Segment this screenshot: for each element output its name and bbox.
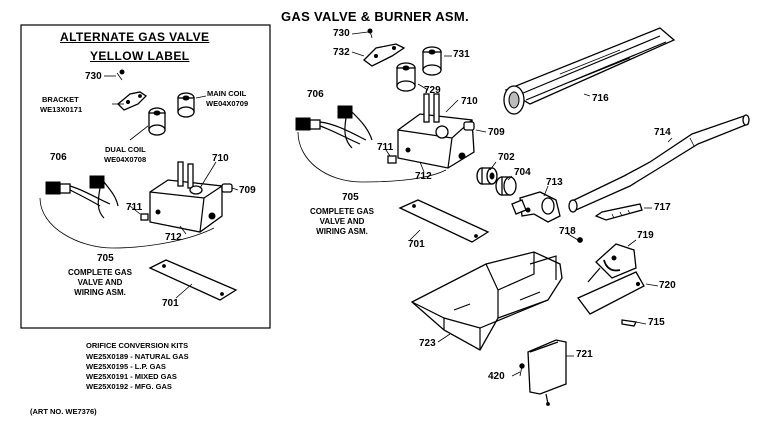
main-assembly-lasso — [297, 131, 447, 183]
inset-bracket-drawing — [116, 69, 148, 111]
diagram-title: GAS VALVE & BURNER ASM. — [281, 9, 469, 24]
main-callout-718: 718 — [559, 226, 576, 237]
main-elbow-713-drawing — [511, 191, 561, 223]
main-screw-730-drawing — [367, 28, 373, 39]
inset-main-coil-label: MAIN COIL — [207, 89, 247, 98]
main-caption-line1: COMPLETE GAS — [309, 207, 374, 216]
main-caption-line3: WIRING ASM. — [316, 227, 368, 236]
main-burner-box-723-drawing — [410, 251, 563, 351]
main-caption-line2: VALVE AND — [319, 217, 365, 226]
inset-main-coil-drawing — [177, 92, 195, 118]
inset-callout-711: 711 — [126, 202, 143, 213]
inset-caption-line2: VALVE AND — [77, 278, 123, 287]
kits-row-lp: WE25X0195 - L.P. GAS — [86, 362, 166, 371]
main-callout-715: 715 — [648, 317, 665, 328]
main-callout-706: 706 — [307, 89, 324, 100]
inset-nut-drawing — [221, 183, 233, 193]
main-plate-701-drawing — [398, 199, 490, 243]
inset-leaders — [104, 75, 239, 299]
main-screw-715-drawing — [621, 319, 637, 327]
main-pilot-717-drawing — [594, 203, 643, 221]
inset-callout-730: 730 — [85, 71, 102, 82]
inset-heading-line1: ALTERNATE GAS VALVE — [60, 30, 210, 44]
main-callout-714: 714 — [654, 127, 671, 138]
main-callout-730: 730 — [333, 28, 350, 39]
main-shield-721-drawing — [527, 339, 567, 406]
main-fitting-702-drawing — [476, 167, 498, 185]
inset-assembly-lasso — [39, 197, 215, 249]
inset-plate-drawing — [148, 259, 238, 301]
inset-heading-line2: YELLOW LABEL — [90, 49, 190, 63]
main-leaders — [351, 31, 673, 377]
main-valve-body-drawing — [397, 93, 475, 169]
main-tube-714-drawing — [568, 114, 750, 213]
inset-bracket-label: BRACKET — [42, 95, 79, 104]
inset-main-coil-part: WE04X0709 — [206, 99, 249, 108]
main-callout-711: 711 — [377, 142, 394, 153]
main-coil-729-drawing — [396, 62, 416, 92]
main-callout-717: 717 — [654, 202, 671, 213]
main-callout-702: 702 — [498, 152, 515, 163]
main-bracket-720-drawing — [576, 271, 645, 315]
main-coil-731-drawing — [422, 46, 442, 76]
main-callout-716: 716 — [592, 93, 609, 104]
inset-bracket-part: WE13X0171 — [40, 105, 83, 114]
inset-border — [20, 24, 271, 329]
main-callout-729: 729 — [424, 85, 441, 96]
main-callout-723: 723 — [419, 338, 436, 349]
kits-row-mfg: WE25X0192 - MFG. GAS — [86, 382, 172, 391]
inset-caption-line3: WIRING ASM. — [74, 288, 126, 297]
main-callout-732: 732 — [333, 47, 350, 58]
inset-callout-709: 709 — [239, 185, 256, 196]
main-igniter-719-drawing — [587, 243, 637, 283]
inset-callout-710: 710 — [212, 153, 229, 164]
main-callout-701: 701 — [408, 239, 425, 250]
main-callout-713: 713 — [546, 177, 563, 188]
main-callout-721: 721 — [576, 349, 593, 360]
kits-row-natural: WE25X0189 - NATURAL GAS — [86, 352, 189, 361]
main-callout-719: 719 — [637, 230, 654, 241]
main-nut-709-drawing — [463, 121, 475, 131]
main-callout-420: 420 — [488, 371, 505, 382]
main-callout-709: 709 — [488, 127, 505, 138]
main-screw-420-drawing — [519, 363, 525, 377]
inset-wiring-drawing — [45, 175, 119, 219]
main-orifice-711-drawing — [387, 155, 397, 164]
main-burner-716-drawing — [503, 27, 676, 115]
main-callout-705: 705 — [342, 192, 359, 203]
main-fitting-704-drawing — [495, 176, 517, 196]
main-callout-712: 712 — [415, 171, 432, 182]
main-callout-710: 710 — [461, 96, 478, 107]
inset-dual-coil-label: DUAL COIL — [105, 145, 146, 154]
main-wiring-drawing — [295, 105, 373, 149]
main-bracket-732-drawing — [363, 43, 406, 67]
inset-dual-coil-drawing — [148, 107, 166, 136]
inset-valve-body-drawing — [140, 161, 223, 233]
main-callout-731: 731 — [453, 49, 470, 60]
main-callout-704: 704 — [514, 167, 531, 178]
inset-callout-706: 706 — [50, 152, 67, 163]
inset-dual-coil-part: WE04X0708 — [104, 155, 147, 164]
inset-callout-701: 701 — [162, 298, 179, 309]
inset-caption-line1: COMPLETE GAS — [67, 268, 132, 277]
inset-callout-705: 705 — [97, 253, 114, 264]
main-screw-718-drawing — [577, 237, 583, 243]
kits-row-mixed: WE25X0191 - MIXED GAS — [86, 372, 177, 381]
kits-heading: ORIFICE CONVERSION KITS — [86, 341, 189, 350]
inset-callout-712: 712 — [165, 232, 182, 243]
art-number: (ART NO. WE7376) — [30, 407, 97, 416]
main-callout-720: 720 — [659, 280, 676, 291]
